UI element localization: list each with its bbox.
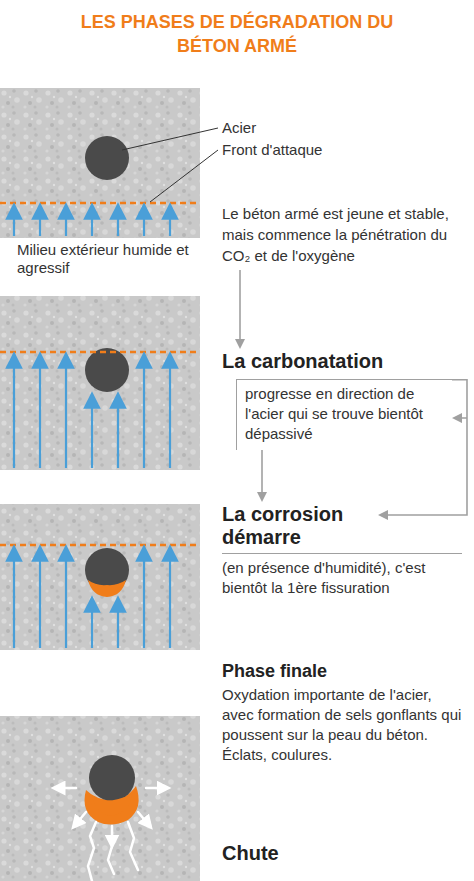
- attack-arrow: [13, 553, 15, 648]
- attack-arrow: [169, 211, 171, 236]
- diagram-title: LES PHASES DE DÉGRADATION DU BÉTON ARMÉ: [0, 10, 474, 58]
- attack-arrow: [117, 211, 119, 236]
- attack-arrow: [169, 360, 171, 468]
- part-label: Milieu extérieur humide et agressif: [14, 240, 210, 278]
- attack-arrow: [13, 360, 15, 468]
- attack-arrow: [117, 400, 119, 468]
- phase-block: Chute: [222, 842, 422, 871]
- phase-text: Oxydation importante de l'acier, avec fo…: [222, 685, 467, 765]
- phase-block: La carbonatation progresse en direction d…: [222, 350, 452, 450]
- attack-arrow: [169, 553, 171, 648]
- phase-heading: Chute: [222, 842, 422, 865]
- attack-arrow: [65, 211, 67, 236]
- dashed-arrow: [454, 417, 467, 419]
- attack-arrow: [39, 211, 41, 236]
- flow-arrow: [261, 450, 263, 500]
- attack-arrow: [13, 211, 15, 236]
- part-label: Acier: [222, 119, 422, 137]
- phase-block: La corrosion démarre(en présence d'humid…: [222, 503, 462, 598]
- attack-arrow: [39, 360, 41, 468]
- attack-arrow: [143, 553, 145, 648]
- attack-arrow: [91, 604, 93, 648]
- phase-heading: Phase finale: [222, 660, 467, 683]
- attack-arrow: [65, 360, 67, 468]
- attack-arrow: [91, 211, 93, 236]
- phase-text: Le béton armé est jeune et stable, mais …: [222, 203, 470, 266]
- attack-arrow: [39, 553, 41, 648]
- attack-arrow: [143, 211, 145, 236]
- attack-arrow: [65, 553, 67, 648]
- phase-text: (en présence d'humidité), c'est bientôt …: [222, 553, 462, 598]
- phase-block: Phase finaleOxydation importante de l'ac…: [222, 660, 467, 765]
- part-label: Front d'attaque: [222, 141, 462, 159]
- phase-text: progresse en direction de l'acier qui se…: [236, 379, 452, 450]
- attack-arrow: [91, 400, 93, 468]
- attack-arrow: [143, 360, 145, 468]
- phase-heading: La corrosion démarre: [222, 503, 372, 549]
- attack-arrow: [117, 604, 119, 648]
- flow-arrow: [239, 270, 241, 347]
- phase-block: Le béton armé est jeune et stable, mais …: [222, 203, 470, 266]
- phase-heading: La carbonatation: [222, 350, 452, 373]
